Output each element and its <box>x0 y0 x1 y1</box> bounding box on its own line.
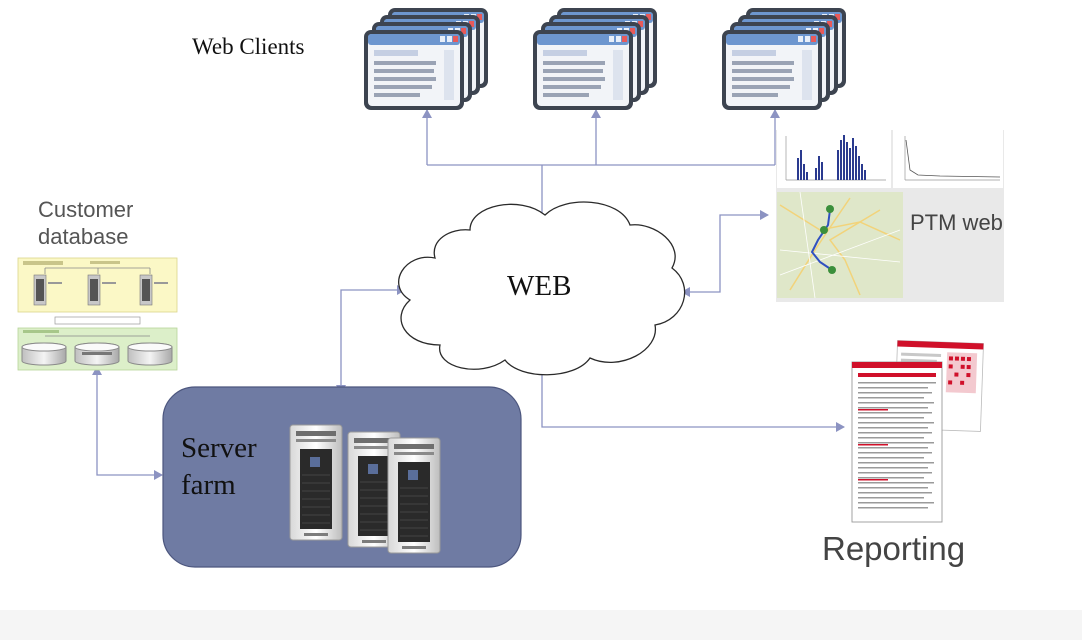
reporting-label: Reporting <box>822 530 966 567</box>
web-cloud-label: WEB <box>507 270 572 302</box>
server-farm-label-line1: Server <box>181 432 257 464</box>
customer-database-label: Customer database <box>38 196 133 250</box>
customer-database-label-line2: database <box>38 224 129 249</box>
bottom-strip <box>0 610 1082 640</box>
ptm-web-label: PTM web <box>910 210 1003 235</box>
customer-database-label-line1: Customer <box>38 197 134 222</box>
server-farm-label-line2: farm <box>181 469 236 501</box>
architecture-diagram <box>17 0 1004 568</box>
web-client-stack-3 <box>722 8 846 110</box>
web-client-stack-1 <box>364 8 488 110</box>
server-farm-label: Server farm <box>181 430 257 504</box>
cloud-icon <box>398 201 686 376</box>
web-client-stack-2 <box>533 8 657 110</box>
report-document-icon <box>851 340 984 523</box>
server-tower-icon <box>289 424 441 554</box>
web-clients-label: Web Clients <box>192 34 305 59</box>
database-schema-icon <box>17 257 178 371</box>
chart-and-map-thumbnail <box>776 130 1004 302</box>
